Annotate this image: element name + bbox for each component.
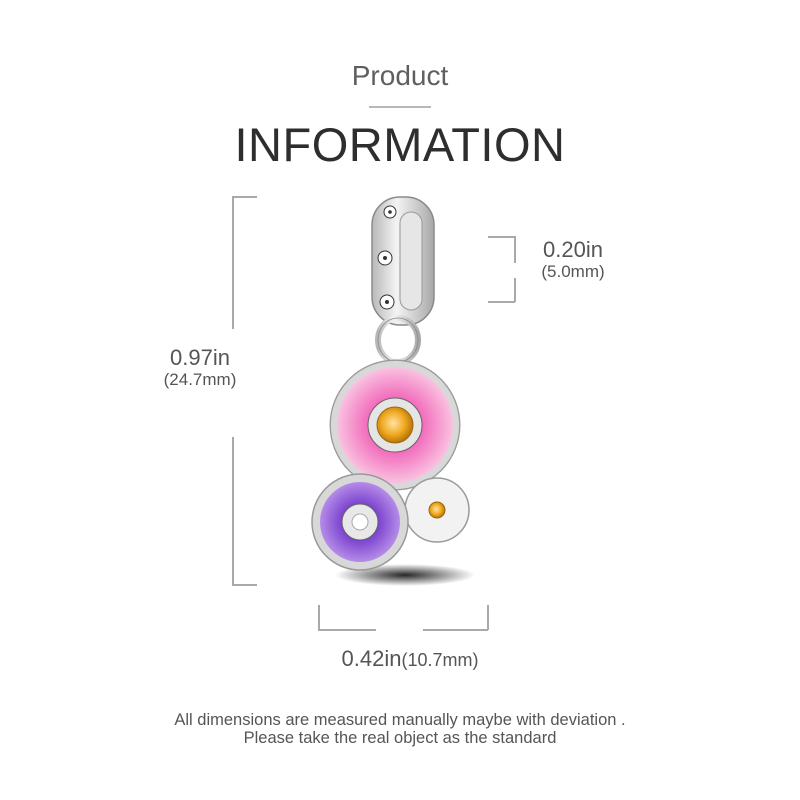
pink-flower [329,359,461,491]
height-mm: (24.7mm) [163,370,237,389]
header-title: INFORMATION [234,118,566,171]
bail-mm: (5.0mm) [541,262,605,281]
width-label: 0.42in(10.7mm) [300,646,520,672]
height-inches: 0.97in [170,345,230,370]
disclaimer-line-2: Please take the real object as the stand… [243,729,557,747]
header-subtitle: Product [351,60,449,91]
header-divider [369,106,431,108]
product-image [311,196,475,586]
purple-flower [311,473,409,571]
width-mm: (10.7mm) [401,650,479,670]
bail-inches: 0.20in [543,237,603,262]
white-flower [404,477,470,543]
bail-label: 0.20in (5.0mm) [518,238,628,282]
height-label: 0.97in (24.7mm) [140,346,260,390]
width-inches: 0.42in [341,646,402,671]
bail-ring [371,196,435,326]
disclaimer-line-1: All dimensions are measured manually may… [174,711,626,729]
